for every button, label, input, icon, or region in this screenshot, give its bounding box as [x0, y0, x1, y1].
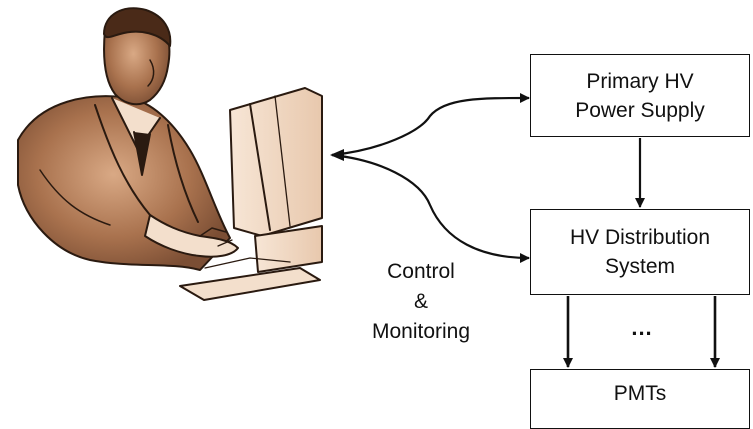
hv-distribution-system-box: HV Distribution System — [530, 209, 750, 295]
primary-hv-label: Primary HV Power Supply — [575, 67, 705, 125]
arrowhead-computer — [330, 149, 344, 161]
arrow-to-primary-hv — [332, 98, 529, 155]
ellipsis-label: ... — [622, 315, 662, 341]
control-monitoring-label: Control & Monitoring — [346, 257, 496, 347]
person-at-computer-illustration — [18, 8, 322, 300]
pmts-label: PMTs — [614, 379, 667, 408]
arrow-to-hv-distribution — [332, 155, 529, 258]
diagram-canvas: Primary HV Power Supply HV Distribution … — [0, 0, 753, 415]
hv-distribution-label: HV Distribution System — [570, 223, 710, 281]
primary-hv-power-supply-box: Primary HV Power Supply — [530, 54, 750, 137]
pmts-box: PMTs — [530, 369, 750, 429]
